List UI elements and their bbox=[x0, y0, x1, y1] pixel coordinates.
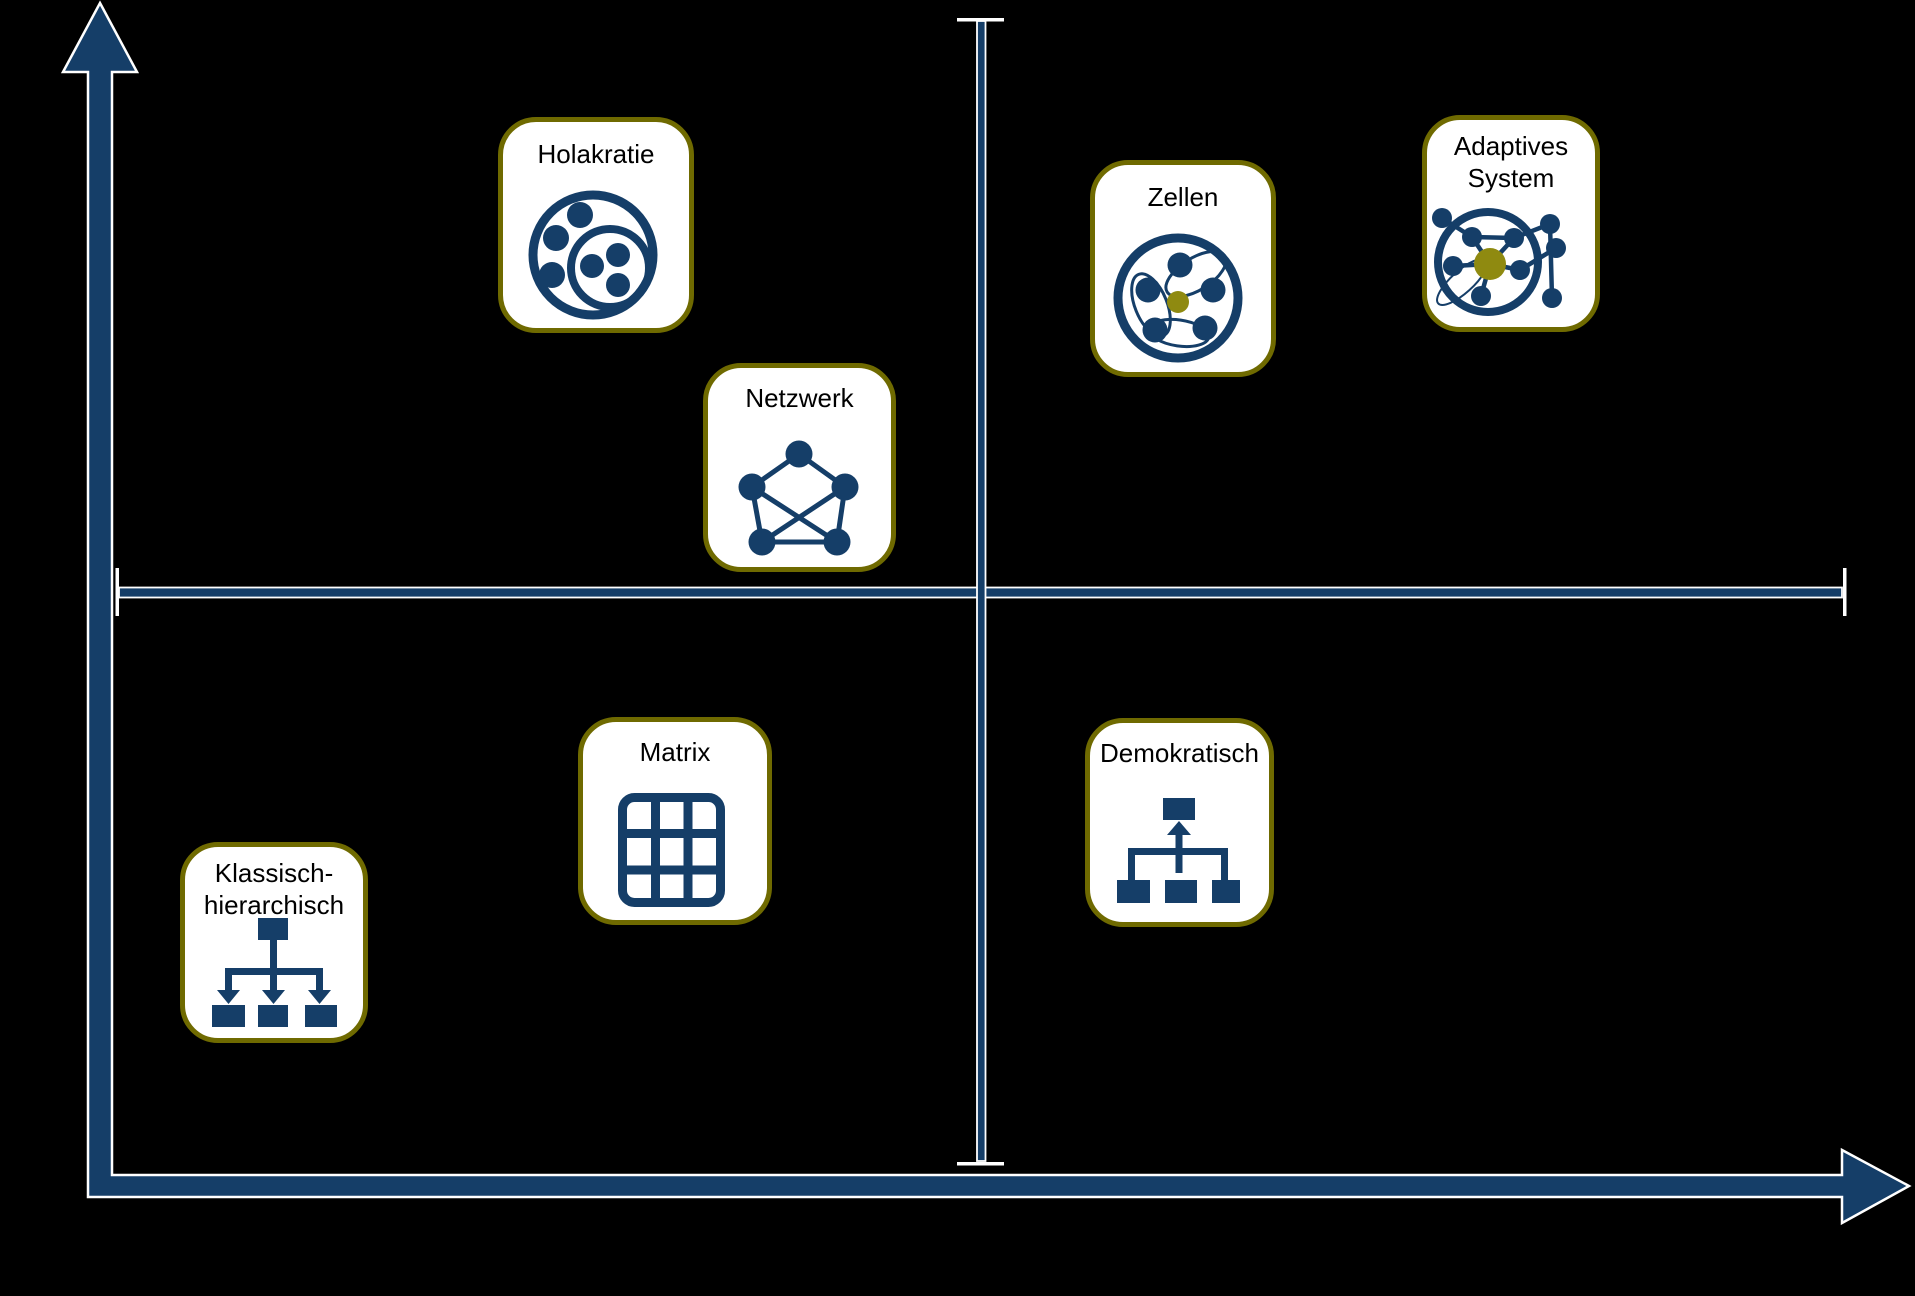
card-label-line: Klassisch- bbox=[214, 858, 334, 888]
card-klassisch-hierarchisch: Klassisch- hierarchisch bbox=[180, 842, 368, 1043]
card-holakratie: Holakratie bbox=[498, 117, 694, 333]
card-demokratisch: Demokratisch bbox=[1085, 718, 1274, 927]
holacracy-circles-icon bbox=[528, 190, 658, 320]
bottom-up-orgchart-icon bbox=[1117, 798, 1240, 903]
card-zellen: Zellen bbox=[1090, 160, 1276, 377]
card-label: Zellen bbox=[1095, 181, 1271, 213]
card-label: Adaptives System bbox=[1427, 130, 1595, 194]
xy-axis-arrows bbox=[60, 0, 1912, 1226]
accent-center-dot bbox=[1474, 248, 1506, 280]
accent-center-dot bbox=[1167, 291, 1189, 313]
adaptive-network-icon bbox=[1432, 208, 1566, 316]
divider-left-cap bbox=[115, 568, 119, 616]
divider-top-cap bbox=[957, 18, 1004, 22]
card-label-line: System bbox=[1467, 163, 1555, 193]
card-label: Netzwerk bbox=[708, 382, 891, 414]
divider-right-cap bbox=[1843, 568, 1847, 616]
card-matrix: Matrix bbox=[578, 717, 772, 925]
card-label: Matrix bbox=[583, 736, 767, 768]
cells-circle-icon bbox=[1113, 233, 1243, 363]
card-label-line: Holakratie bbox=[537, 139, 655, 169]
card-label-line: hierarchisch bbox=[203, 890, 345, 920]
card-label-line: Demokratisch bbox=[1100, 738, 1259, 768]
card-label-line: Zellen bbox=[1147, 182, 1219, 212]
card-label-line: Netzwerk bbox=[745, 383, 854, 413]
card-label-line: Adaptives bbox=[1453, 131, 1569, 161]
card-label-line: Matrix bbox=[639, 737, 711, 767]
top-down-orgchart-icon bbox=[212, 918, 337, 1027]
card-label: Demokratisch bbox=[1090, 737, 1269, 769]
card-adaptives-system: Adaptives System bbox=[1422, 115, 1600, 332]
card-label: Holakratie bbox=[503, 138, 689, 170]
card-netzwerk: Netzwerk bbox=[703, 363, 896, 572]
vertical-divider bbox=[957, 18, 1004, 1166]
divider-bottom-cap bbox=[957, 1162, 1004, 1166]
card-label: Klassisch- hierarchisch bbox=[185, 857, 363, 921]
matrix-grid-icon bbox=[618, 793, 725, 907]
network-pentagon-icon bbox=[738, 440, 859, 556]
